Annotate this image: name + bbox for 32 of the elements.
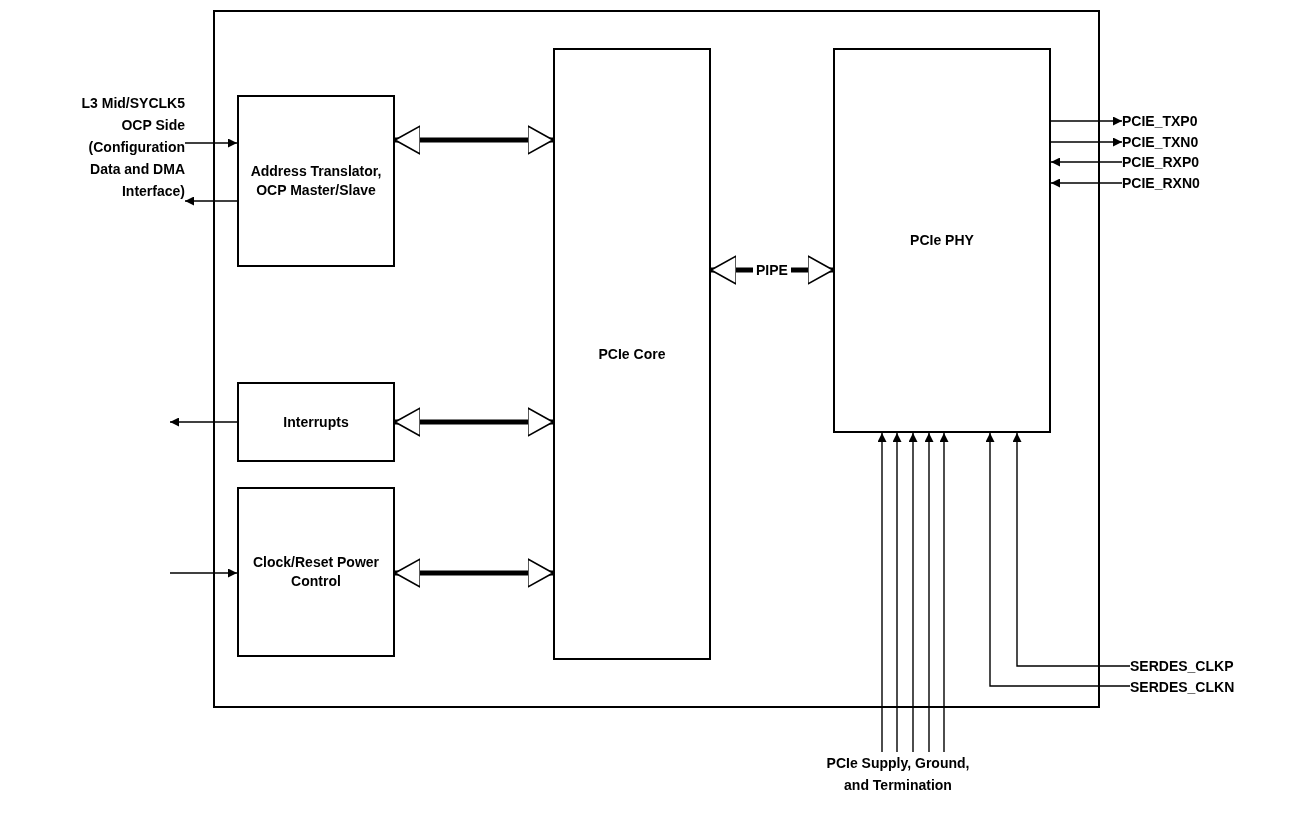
signal-label: PCIe Supply, Ground, and Termination xyxy=(823,752,973,822)
double-arrow xyxy=(394,558,554,588)
arrow xyxy=(169,568,238,578)
arrow xyxy=(939,432,949,753)
block-box: PCIe PHY xyxy=(833,48,1051,433)
signal-label: PCIE_TXN0 xyxy=(1122,131,1232,153)
arrow xyxy=(184,196,238,206)
block-box: PCIe Core xyxy=(553,48,711,660)
block-box: Interrupts xyxy=(237,382,395,462)
arrow xyxy=(169,417,238,427)
arrow xyxy=(908,432,918,753)
signal-label: SERDES_CLKP xyxy=(1130,655,1270,676)
signal-label: PCIE_RXN0 xyxy=(1122,172,1232,194)
arrow xyxy=(877,432,887,753)
signal-label: L3 Mid/SYCLK5 OCP Side (Configuration Data and DMA Interface) xyxy=(60,92,185,217)
arrow xyxy=(1050,116,1123,126)
arrow xyxy=(184,138,238,148)
signal-label: PCIE_RXP0 xyxy=(1122,151,1232,173)
arrow xyxy=(985,432,1131,687)
double-arrow xyxy=(394,125,554,155)
double-arrow xyxy=(394,407,554,437)
arrow xyxy=(1050,157,1123,167)
arrow xyxy=(1012,432,1131,667)
module-frame xyxy=(213,10,1100,708)
arrow xyxy=(1050,137,1123,147)
block-box: Clock/Reset Power Control xyxy=(237,487,395,657)
signal-label: SERDES_CLKN xyxy=(1130,676,1270,697)
arrow xyxy=(1050,178,1123,188)
arrow xyxy=(892,432,902,753)
block-box: Address Translator, OCP Master/Slave xyxy=(237,95,395,267)
arrow xyxy=(924,432,934,753)
signal-label: PCIE_TXP0 xyxy=(1122,110,1232,132)
